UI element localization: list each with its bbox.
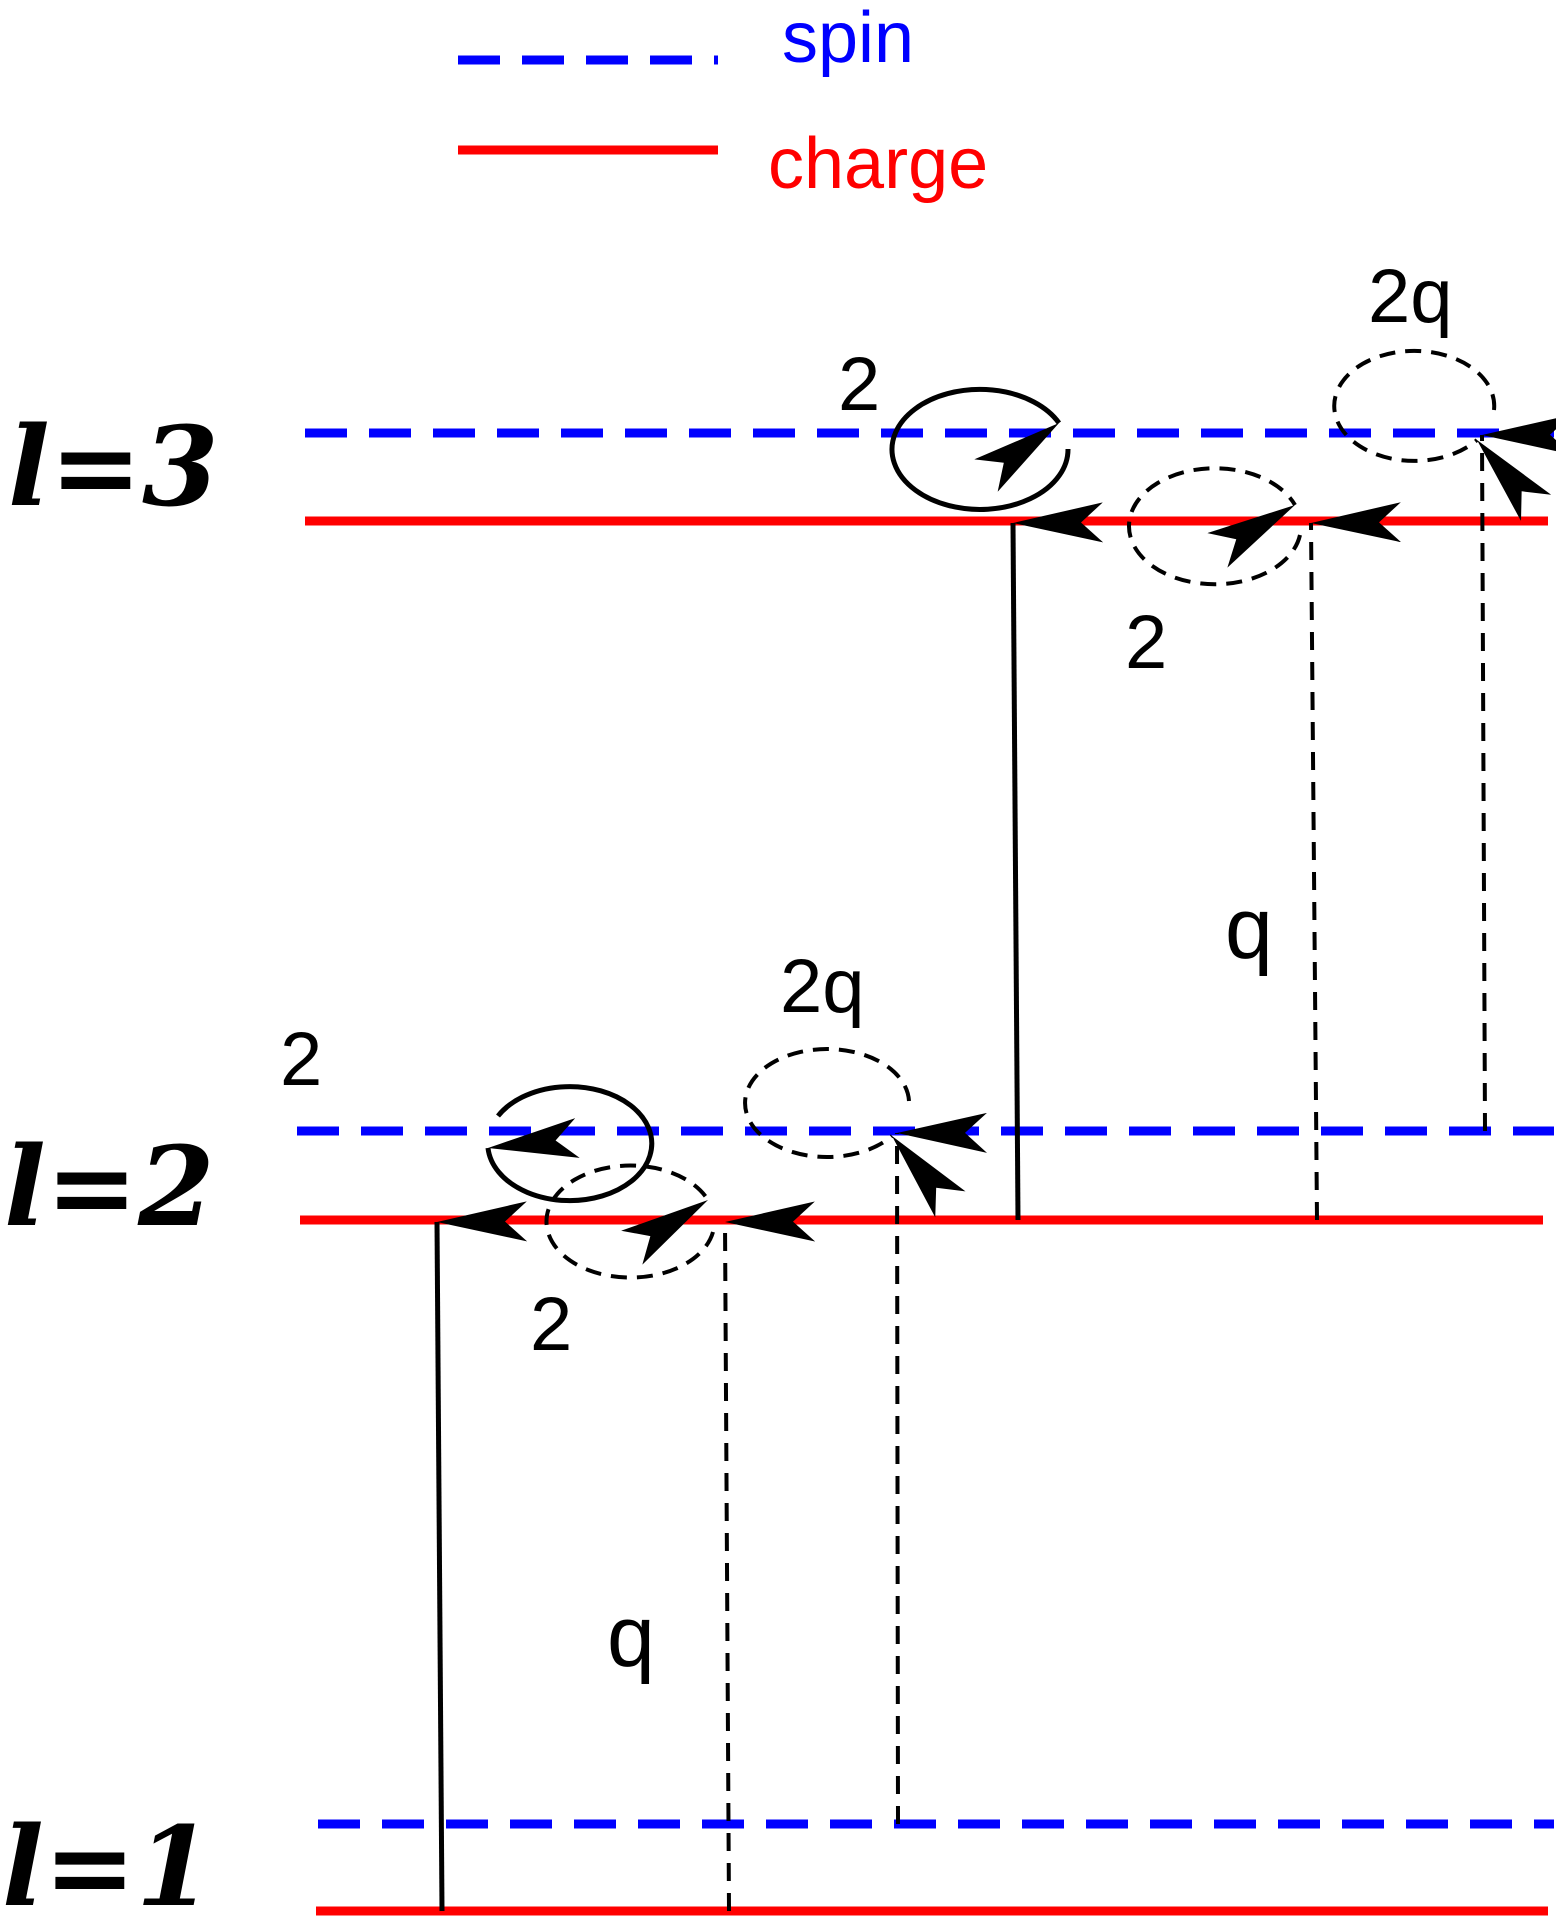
legend-charge-label: charge xyxy=(768,124,988,204)
transition-arrow-l2-l3-solid xyxy=(1010,502,1104,1221)
level-label-l1: l=1 xyxy=(2,1802,213,1917)
level-label-l2: l=2 xyxy=(4,1122,215,1251)
label-q-l1-l2: q xyxy=(607,1589,655,1685)
transition-arrow-l1-l2-solid xyxy=(434,1201,528,1912)
loop-l2-spin xyxy=(485,1084,655,1204)
label-q-l2-l3: q xyxy=(1225,881,1273,977)
label-2-l3-spin-loop: 2 xyxy=(838,342,880,427)
transition-arrow-l1-l2-dashed-2q xyxy=(895,1112,988,1825)
loop-l3-spin xyxy=(889,386,1071,512)
label-2-l2-charge-loop: 2 xyxy=(530,1282,572,1367)
legend-spin-label: spin xyxy=(782,0,914,78)
label-2q-l2: 2q xyxy=(780,944,865,1029)
loop-l3-2q xyxy=(1332,348,1552,522)
transition-arrow-l2-l3-dashed-charge xyxy=(1309,502,1402,1221)
loop-l2-charge xyxy=(544,1163,715,1280)
legend: spin charge xyxy=(458,0,988,204)
transition-arrow-l2-l3-dashed-2q xyxy=(1480,414,1556,1132)
transition-arrow-l1-l2-dashed-charge xyxy=(723,1201,816,1912)
label-2q-l3: 2q xyxy=(1368,254,1453,339)
loop-l3-charge xyxy=(1127,466,1302,587)
label-2-l2-spin-loop: 2 xyxy=(280,1017,322,1102)
label-2-l3-charge-loop: 2 xyxy=(1125,600,1167,685)
loop-l2-2q xyxy=(743,1047,966,1218)
level-label-l3: l=3 xyxy=(8,402,219,531)
